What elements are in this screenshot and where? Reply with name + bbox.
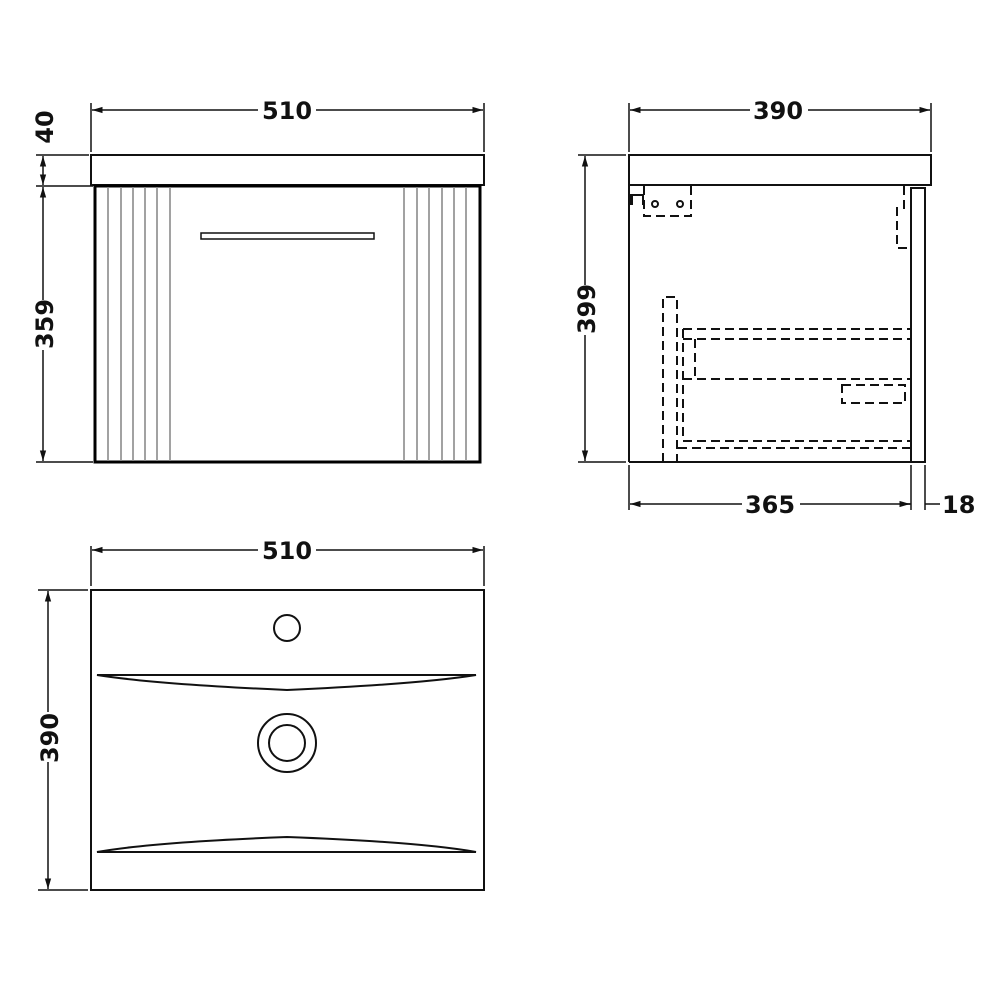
- front-width-label: 510: [262, 97, 312, 125]
- front-width-dimension: 510: [90, 96, 485, 152]
- rear-basin-edge: [96, 674, 477, 692]
- plan-width-label: 510: [262, 537, 312, 565]
- side-height-label: 399: [573, 284, 601, 334]
- side-bottom-dimensions: 365 18: [628, 465, 975, 519]
- plan-depth-label: 390: [36, 713, 64, 763]
- side-elevation: 390: [572, 96, 975, 519]
- plan-depth-dimension: 390: [35, 589, 88, 891]
- side-door-panel: [910, 187, 926, 463]
- basin-outline: [90, 589, 485, 891]
- waste-outlet-inner-icon: [268, 724, 306, 762]
- drawer-runner: [841, 384, 906, 404]
- cabinet-door: [93, 184, 482, 464]
- side-height-dimension: 399: [572, 154, 626, 463]
- door-thickness-label: 18: [942, 491, 975, 519]
- back-panel-outline: [662, 296, 678, 462]
- bar-handle: [200, 232, 375, 240]
- left-fluted-panel: [107, 187, 171, 461]
- front-height-dimensions: 40 359: [30, 110, 93, 463]
- carcass-depth-label: 365: [745, 491, 795, 519]
- waste-outlet-outer-icon: [257, 713, 317, 773]
- drawer-outline: [678, 328, 910, 449]
- wall-bracket: [629, 186, 692, 217]
- front-basin-edge: [96, 835, 477, 853]
- right-fluted-panel: [403, 187, 467, 461]
- side-countertop: [628, 154, 932, 186]
- plan-view: 510 390: [35, 536, 485, 891]
- cabinet-height-label: 359: [31, 299, 59, 349]
- screw-hole-icon: [676, 200, 684, 208]
- front-elevation: 510: [30, 96, 485, 464]
- countertop: [90, 154, 485, 186]
- side-depth-label: 390: [753, 97, 803, 125]
- side-depth-dimension: 390: [628, 96, 932, 152]
- screw-hole-icon: [651, 200, 659, 208]
- hinge-outline: [896, 186, 910, 249]
- tap-hole-icon: [273, 614, 301, 642]
- plan-width-dimension: 510: [90, 536, 485, 586]
- countertop-thickness-label: 40: [31, 110, 59, 143]
